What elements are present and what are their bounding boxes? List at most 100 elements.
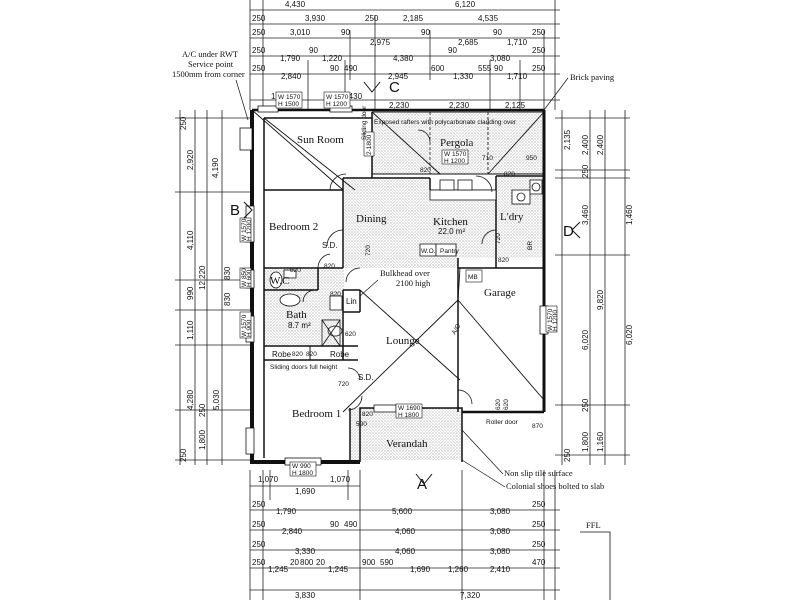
dim-left-7: 830 <box>223 292 232 306</box>
door-tag-sun: 2-1800 <box>363 131 375 157</box>
dim-top-3-4: 4,380 <box>393 54 414 63</box>
room-robe-2: Robe <box>330 350 350 359</box>
dim-bot-6-1: 7,320 <box>460 591 481 600</box>
note-bulkhead-1: Bulkhead over <box>380 268 430 278</box>
dim-top-3-6: 3,080 <box>490 54 511 63</box>
dim-top-1-4: 4,535 <box>478 14 499 23</box>
dim-top-2-3: 2,975 <box>370 38 391 47</box>
door-label-1: 820 <box>330 291 341 298</box>
dim-left-0: 250 <box>179 116 188 130</box>
window-tags: W 1570 H 1500 W 1570 H 1200 W 850 H 600 … <box>239 91 559 477</box>
room-bedroom-2: Bedroom 2 <box>269 221 318 233</box>
dim-top-4-6: 1,330 <box>453 72 474 81</box>
dim-right-9: 250 <box>581 398 590 412</box>
notes: A/C under RWT Service point 1500mm from … <box>172 49 615 600</box>
dim-bot-2-3: 3,080 <box>490 507 511 516</box>
window-tag-bed2-h: H 1200 <box>246 220 253 241</box>
roof-lines <box>251 109 545 413</box>
window-tag-dining-w: W 1570 <box>326 94 349 101</box>
dim-bot-4-1: 3,330 <box>295 547 316 556</box>
window-tag-garage-w: W 1570 <box>547 308 554 331</box>
note-ac-diag: A/C <box>451 323 463 336</box>
dim-top-5-3: 2,230 <box>449 101 470 110</box>
door-label-11: 820 <box>290 267 301 274</box>
note-sd-1: S.D. <box>322 241 338 250</box>
room-pergola: Pergola <box>440 137 474 149</box>
window-tag-bath-h: H 900 <box>246 319 253 337</box>
window-tag-pergola: W 1570 H 1200 <box>441 149 469 165</box>
dim-bot-2-2: 5,600 <box>392 507 413 516</box>
dim-right-2: 2,135 <box>563 129 572 150</box>
door-swings <box>302 129 497 411</box>
mb-box <box>465 269 483 283</box>
window-tag-bed2: W 1570 H 1200 <box>239 217 253 243</box>
dim-top-4-7: 555 <box>478 64 492 73</box>
dim-right-11: 1,160 <box>596 431 605 452</box>
dim-bot-3-4: 4,060 <box>395 527 416 536</box>
dim-bot-4-4: 250 <box>532 540 546 549</box>
dim-left-4: 12,220 <box>198 265 207 290</box>
dim-left-2: 4,190 <box>211 157 220 178</box>
dim-left-8: 830 <box>223 266 232 280</box>
dim-right-1: 2,400 <box>596 134 605 155</box>
dim-left-9: 4,280 <box>186 389 195 410</box>
dim-top-2-6: 90 <box>493 28 502 37</box>
room-sun-room: Sun Room <box>297 134 344 146</box>
dim-top-4-8: 90 <box>494 64 503 73</box>
grid-label-d: D <box>563 223 574 240</box>
window-tag-bath-w: W 1570 <box>241 314 248 337</box>
note-brick-paving: Brick paving <box>570 72 615 82</box>
dim-top-2-7: 1,710 <box>507 38 528 47</box>
window-tag-sun-h: H 1500 <box>278 101 299 108</box>
dim-right-3: 250 <box>581 164 590 178</box>
door-label-12: 950 <box>526 155 537 162</box>
dim-top-2-4: 90 <box>421 28 430 37</box>
grid-markers <box>243 81 581 485</box>
note-brick-leader <box>543 77 569 111</box>
window-tag-pergola-w: W 1570 <box>444 151 467 158</box>
window-tag-bed1-front-w: W 1690 <box>398 405 421 412</box>
dim-top-3-3: 1,220 <box>322 54 343 63</box>
dim-left-13: 250 <box>179 448 188 462</box>
dim-left-6: 1,110 <box>186 320 195 340</box>
dim-bot-5-10: 2,410 <box>490 565 511 574</box>
dim-right-0: 2,400 <box>581 134 590 155</box>
note-br: BR <box>527 241 534 250</box>
dim-bot-5-5: 1,245 <box>328 565 349 574</box>
window-tag-wc: W 850 H 600 <box>239 267 253 289</box>
door-size-labels: 820 820 820 820 820 720 720 820 820 720 … <box>290 155 543 430</box>
dim-left-1: 2,920 <box>186 149 195 170</box>
dim-bot-5-6: 900 <box>362 558 376 567</box>
note-bulkhead-leader <box>359 279 379 297</box>
room-wc: W.C <box>270 275 289 287</box>
dim-top-4-3: 490 <box>344 64 358 73</box>
note-ac-1: A/C under RWT <box>182 49 239 59</box>
dim-bot-2-4: 250 <box>532 500 546 509</box>
dim-bot-3-2: 90 <box>330 520 339 529</box>
door-label-15: 870 <box>532 423 543 430</box>
dim-left-11: 250 <box>198 403 207 417</box>
grid-label-a: A <box>417 476 427 493</box>
dim-top-2-5: 2,685 <box>458 38 479 47</box>
window-tag-garage-h: H 1200 <box>552 310 559 331</box>
window-tag-bed1-front: W 1690 H 1800 <box>395 403 423 419</box>
dim-top-2-8: 250 <box>532 28 546 37</box>
dim-top-1-2: 250 <box>365 14 379 23</box>
dim-right-12: 250 <box>563 448 572 462</box>
dim-bot-5-3: 800 <box>300 558 314 567</box>
door-label-7: 820 <box>292 351 303 358</box>
window-tag-dining: W 1570 H 1200 <box>323 91 351 109</box>
bottom-dimension-labels: 1,070 1,070 1,690 250 1,790 5,600 3,080 … <box>252 475 546 600</box>
room-garage: Garage <box>484 287 516 299</box>
room-bath: Bath <box>286 309 307 321</box>
dim-top-4-5: 600 <box>431 64 445 73</box>
room-lounge: Lounge <box>386 335 420 347</box>
window-tag-bath: W 1570 H 900 <box>239 311 253 339</box>
note-sd-2: S.D. <box>358 373 374 382</box>
dim-bot-0-0: 1,070 <box>258 475 279 484</box>
dim-top-3-2: 90 <box>309 46 318 55</box>
dim-top-3-1: 1,790 <box>280 54 301 63</box>
room-laundry: L'dry <box>500 211 524 223</box>
note-ac-3: 1500mm from corner <box>172 69 245 79</box>
window-tag-wc-h: H 600 <box>246 269 253 287</box>
